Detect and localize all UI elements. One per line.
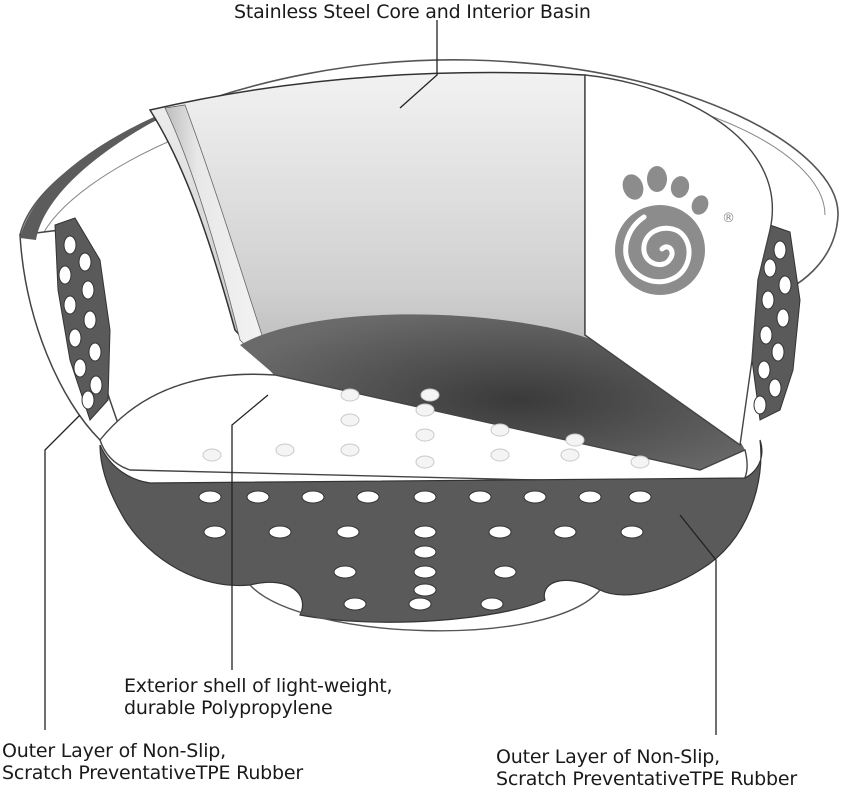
shell-dimple xyxy=(340,388,360,402)
rubber-hole xyxy=(198,490,222,504)
callout-rubber-right: Outer Layer of Non-Slip, Scratch Prevent… xyxy=(496,746,797,790)
callout-rubber-right-line2: Scratch PreventativeTPE Rubber xyxy=(496,768,797,790)
side-hole-right xyxy=(773,240,787,260)
shell-dimple xyxy=(340,443,360,457)
callout-core-line1: Stainless Steel Core and Interior Basin xyxy=(234,1,591,23)
rubber-hole xyxy=(408,597,432,611)
rubber-hole xyxy=(553,525,577,539)
side-hole-left xyxy=(63,235,77,255)
side-hole-left xyxy=(73,358,87,378)
side-hole-left xyxy=(78,252,92,272)
callout-rubber-right-line1: Outer Layer of Non-Slip, xyxy=(496,746,721,768)
shell-dimple xyxy=(420,388,440,402)
leader-core xyxy=(399,20,438,109)
shell-dimple xyxy=(415,455,435,469)
rubber-hole xyxy=(413,565,437,579)
rubber-hole xyxy=(468,490,492,504)
callout-rubber-left-line1: Outer Layer of Non-Slip, xyxy=(2,740,227,762)
shell-dimple xyxy=(490,448,510,462)
rubber-hole xyxy=(203,525,227,539)
rubber-hole xyxy=(413,525,437,539)
rubber-hole xyxy=(333,565,357,579)
side-hole-right xyxy=(753,395,767,415)
leader-rubber-right xyxy=(679,514,717,735)
callout-shell-line1: Exterior shell of light-weight, xyxy=(124,675,393,697)
shell-dimple xyxy=(630,455,650,469)
rubber-hole xyxy=(488,525,512,539)
rubber-hole xyxy=(336,525,360,539)
callout-rubber-left-line2: Scratch PreventativeTPE Rubber xyxy=(2,762,303,784)
rubber-hole xyxy=(620,525,644,539)
side-hole-right xyxy=(763,258,777,278)
side-hole-left xyxy=(81,280,95,300)
shell-dimple xyxy=(415,403,435,417)
side-hole-left xyxy=(63,295,77,315)
side-hole-right xyxy=(776,308,790,328)
side-hole-right xyxy=(771,342,785,362)
shell-dimple xyxy=(565,433,585,447)
side-hole-left xyxy=(58,265,72,285)
rubber-hole xyxy=(343,597,367,611)
side-hole-right xyxy=(768,378,782,398)
side-hole-right xyxy=(759,325,773,345)
side-hole-left xyxy=(88,342,102,362)
callout-shell-line2: durable Polypropylene xyxy=(124,697,333,719)
leader-shell xyxy=(231,394,269,670)
side-hole-left xyxy=(89,375,103,395)
rubber-hole xyxy=(578,490,602,504)
paw-toe-1 xyxy=(622,174,644,200)
paw-toe-3 xyxy=(670,176,690,198)
shell-dimples xyxy=(202,388,650,469)
rubber-hole xyxy=(268,525,292,539)
rim-band-left xyxy=(20,110,170,240)
rubber-hole xyxy=(493,565,517,579)
side-hole-left xyxy=(81,390,95,410)
callout-shell: Exterior shell of light-weight, durable … xyxy=(124,675,393,719)
rubber-hole xyxy=(413,583,437,597)
registered-mark: ® xyxy=(722,211,735,226)
rubber-hole xyxy=(301,490,325,504)
rubber-hole xyxy=(628,490,652,504)
paw-spiral xyxy=(623,214,692,285)
shell-dimple xyxy=(560,448,580,462)
rubber-hole xyxy=(356,490,380,504)
paw-toe-2 xyxy=(647,166,667,192)
side-hole-left xyxy=(83,310,97,330)
side-hole-right xyxy=(761,290,775,310)
rubber-grip-holes xyxy=(198,490,652,611)
shell-dimple xyxy=(490,423,510,437)
leader-rubber-left xyxy=(44,414,81,730)
callout-core: Stainless Steel Core and Interior Basin xyxy=(234,1,591,23)
shell-dimple xyxy=(275,443,295,457)
side-panel-holes xyxy=(58,235,792,415)
shell-bottom-lip xyxy=(249,584,601,632)
callout-rubber-left: Outer Layer of Non-Slip, Scratch Prevent… xyxy=(2,740,303,784)
side-hole-left xyxy=(68,328,82,348)
paw-toe-4 xyxy=(691,195,709,215)
shell-dimple xyxy=(415,428,435,442)
shell-dimple xyxy=(202,448,222,462)
rubber-hole xyxy=(413,490,437,504)
rubber-hole xyxy=(480,597,504,611)
shell-dimple xyxy=(340,413,360,427)
paw-logo xyxy=(615,166,709,295)
rubber-hole xyxy=(413,545,437,559)
rubber-hole xyxy=(523,490,547,504)
rubber-hole xyxy=(246,490,270,504)
side-hole-right xyxy=(757,360,771,380)
side-hole-right xyxy=(778,275,792,295)
